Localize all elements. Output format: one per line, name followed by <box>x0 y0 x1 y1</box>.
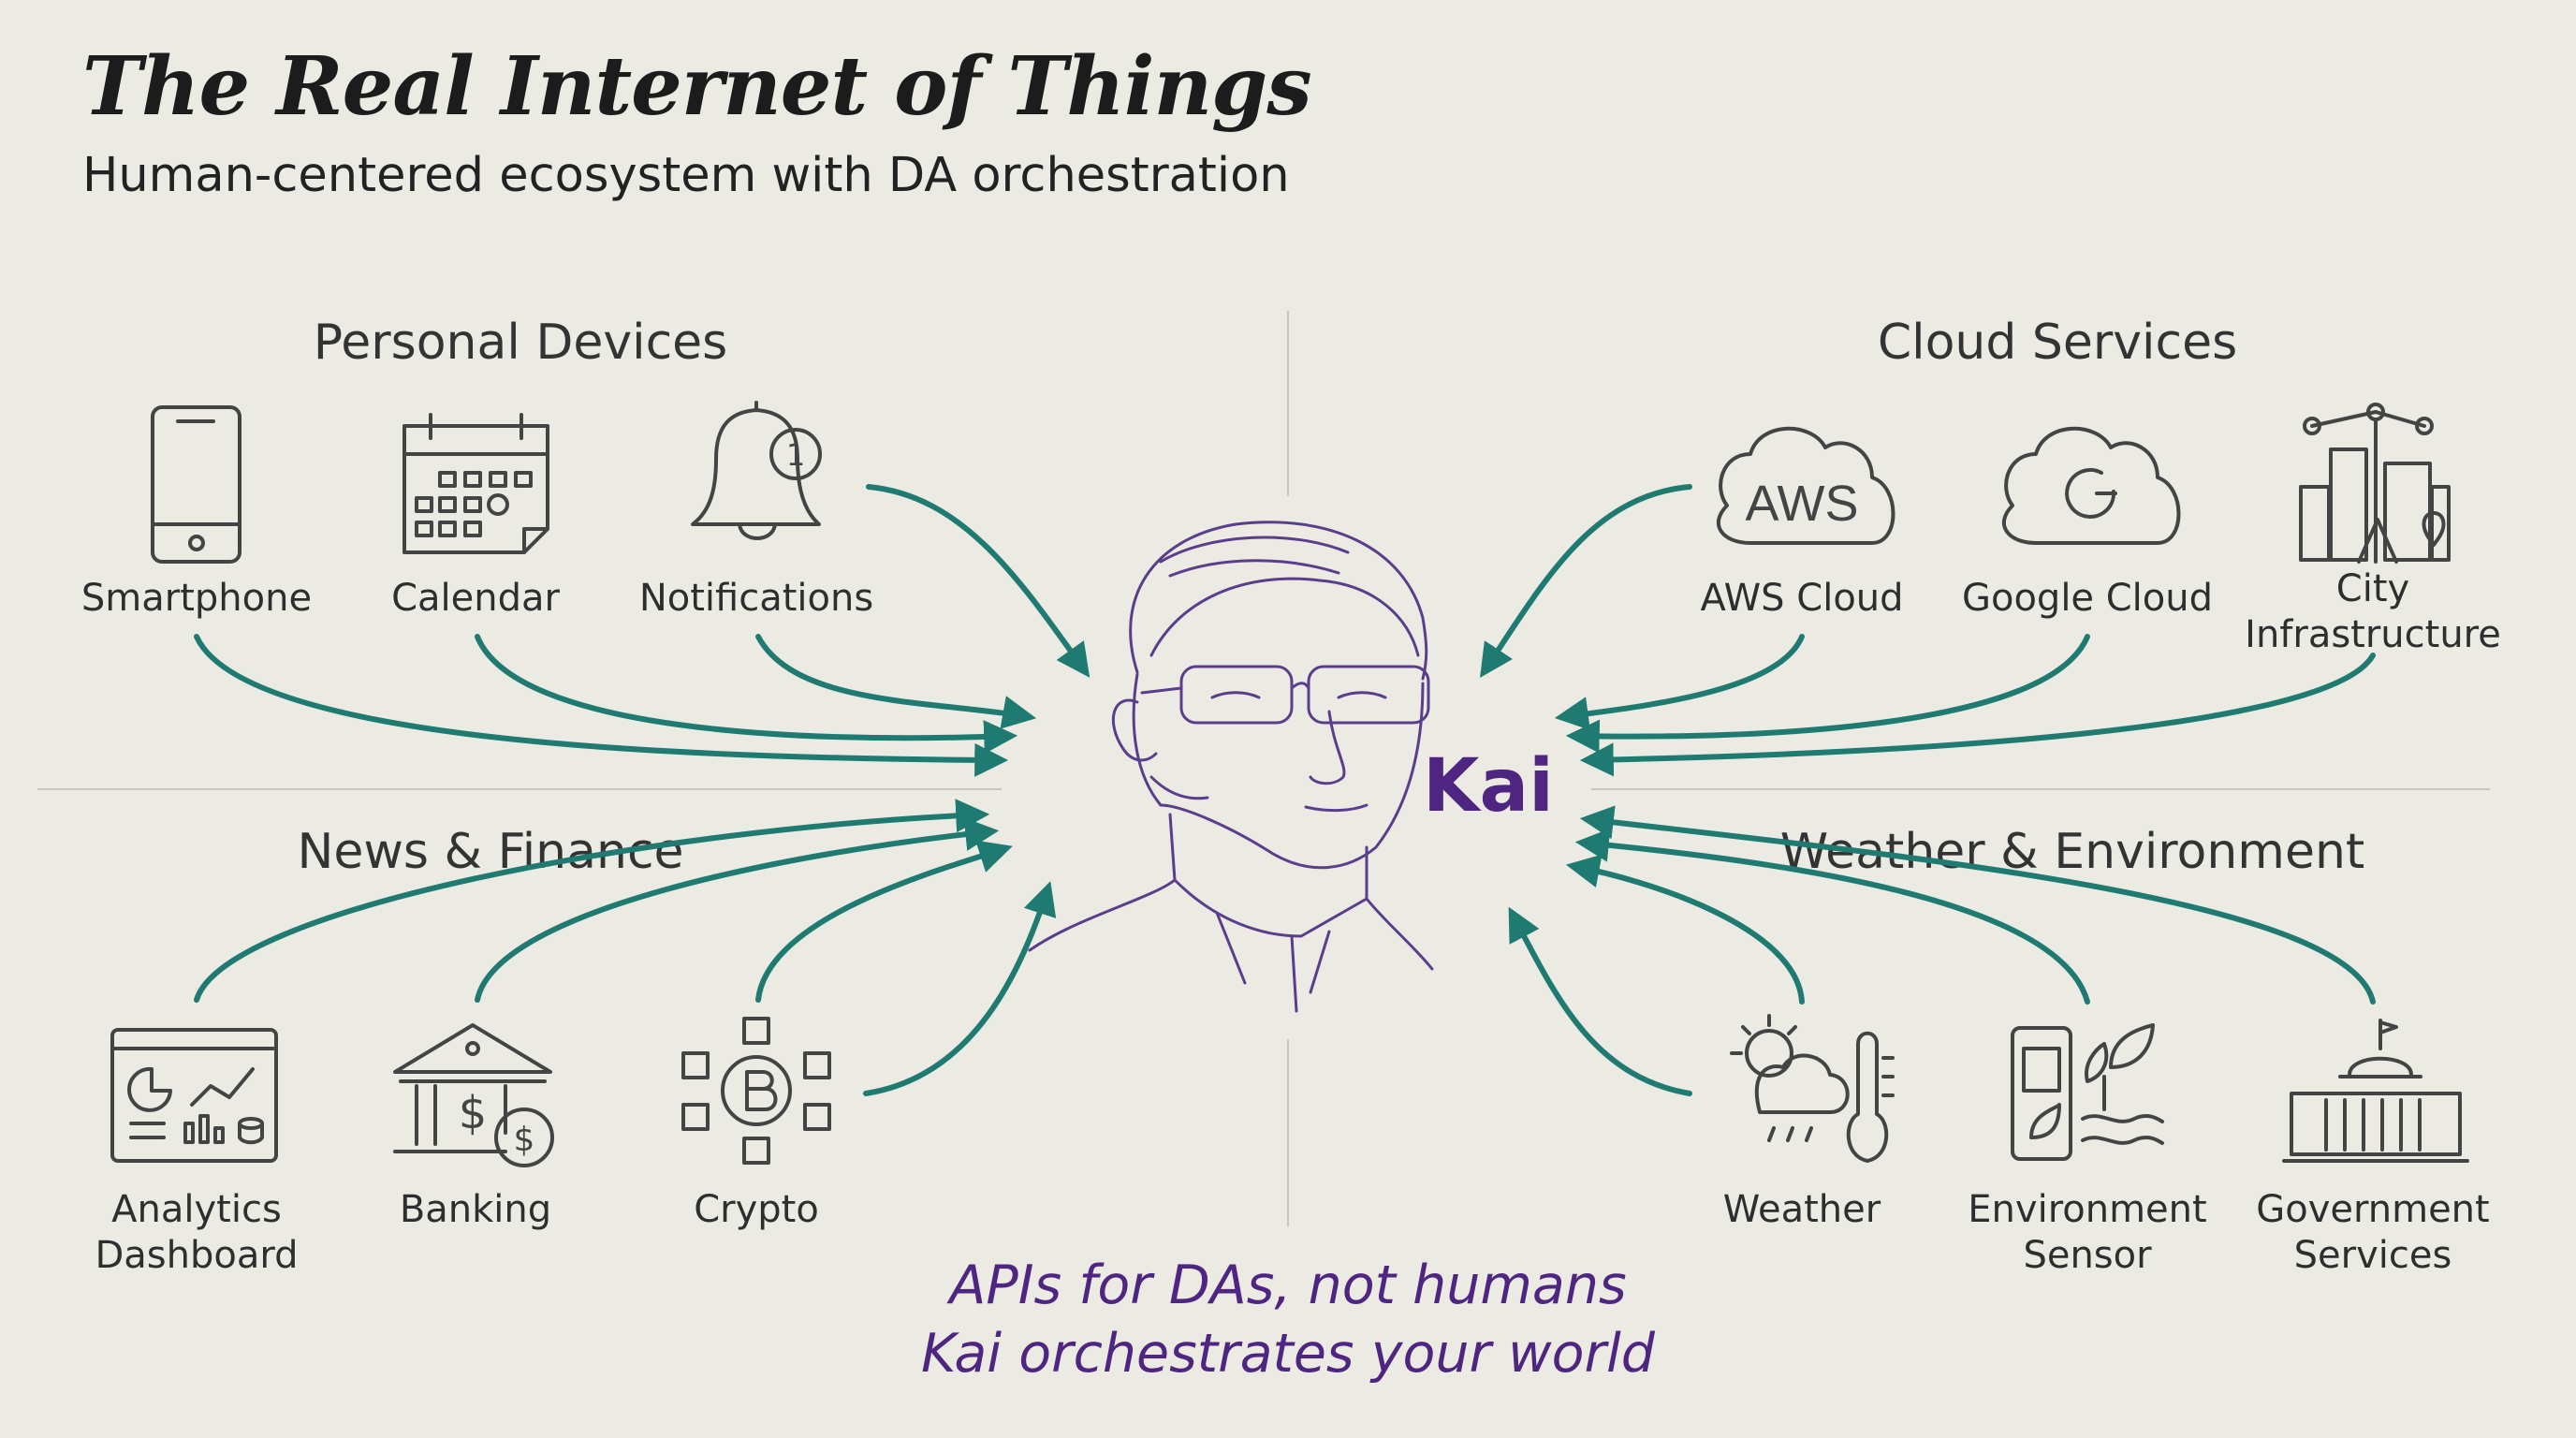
tagline-line-1: APIs for DAs, not humans <box>949 1255 1627 1316</box>
bank-icon: $ $ <box>393 1023 554 1167</box>
section-personal-devices: Personal Devices <box>313 315 728 371</box>
smartphone-icon <box>151 405 242 564</box>
label-calendar: Calendar <box>391 577 560 620</box>
svg-text:$: $ <box>459 1087 488 1139</box>
kai-name: Kai <box>1423 744 1554 829</box>
crypto-icon <box>681 1017 831 1165</box>
government-building-icon <box>2282 1019 2469 1163</box>
environment-sensor-icon <box>2011 1023 2164 1161</box>
label-aws-cloud: AWS Cloud <box>1700 577 1904 620</box>
section-cloud-services: Cloud Services <box>1877 315 2238 371</box>
label-city-infrastructure: City Infrastructure <box>2245 567 2501 656</box>
notification-count: 1 <box>786 437 805 473</box>
page-subtitle: Human-centered ecosystem with DA orchest… <box>82 148 1290 203</box>
quadrant-dividers <box>37 311 2490 1226</box>
weather-icon <box>1730 1014 1895 1163</box>
label-notifications: Notifications <box>638 577 874 620</box>
google-cloud-icon <box>2001 426 2181 545</box>
label-government-services: Government Services <box>2256 1188 2490 1277</box>
label-smartphone: Smartphone <box>80 577 313 620</box>
city-infrastructure-icon <box>2299 403 2451 564</box>
aws-cloud-icon: AWS <box>1716 426 1895 545</box>
label-environment-sensor: Environment Sensor <box>1968 1188 2207 1277</box>
label-analytics-dashboard: Analytics Dashboard <box>95 1188 299 1277</box>
label-banking: Banking <box>399 1188 552 1231</box>
label-crypto: Crypto <box>694 1188 819 1231</box>
svg-text:$: $ <box>514 1121 535 1159</box>
aws-logo-text: AWS <box>1746 476 1859 532</box>
page-title: The Real Internet of Things <box>82 39 1312 134</box>
connection-arrows <box>194 484 2376 1096</box>
analytics-dashboard-icon <box>110 1028 278 1163</box>
tagline-line-2: Kai orchestrates your world <box>921 1323 1655 1385</box>
label-weather: Weather <box>1722 1188 1881 1231</box>
bell-icon: 1 <box>691 401 822 540</box>
label-google-cloud: Google Cloud <box>1961 577 2214 620</box>
kai-portrait <box>1028 521 1434 1013</box>
calendar-icon <box>402 413 549 554</box>
